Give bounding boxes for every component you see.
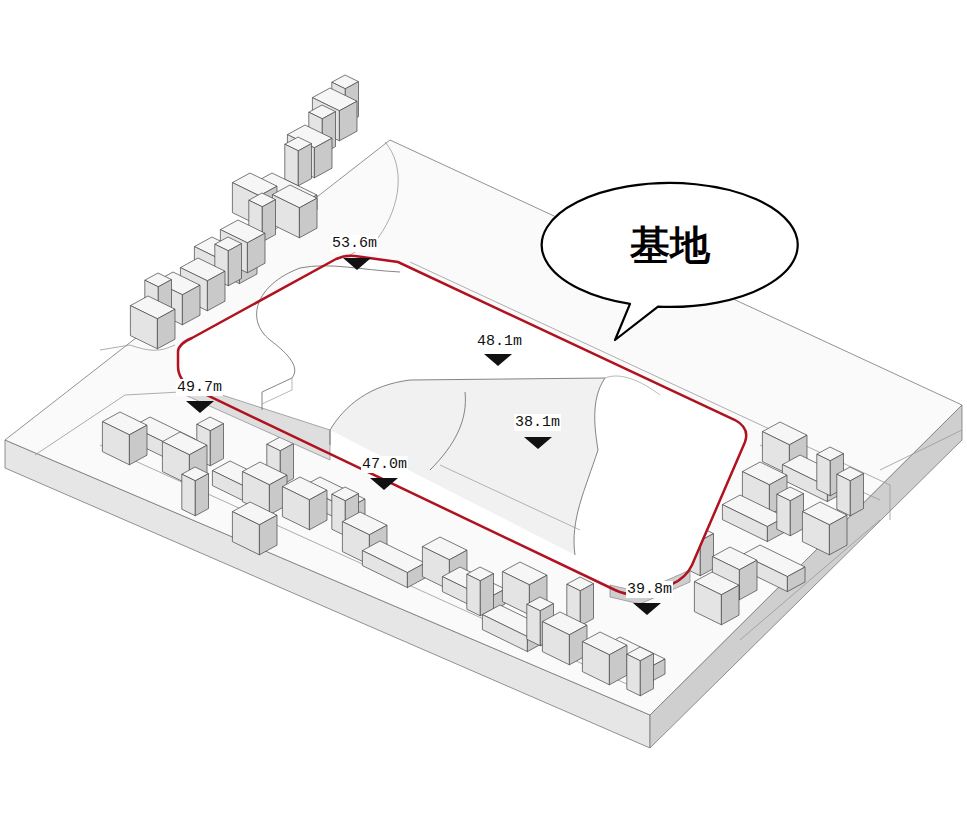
elevation-label: 49.7m: [176, 379, 223, 396]
bubble-text: 基地: [630, 222, 710, 268]
elevation-label: 47.0m: [361, 456, 408, 473]
speech-bubble: 基地: [540, 180, 800, 310]
elevation-label: 48.1m: [476, 333, 523, 350]
elevation-label: 38.1m: [514, 414, 561, 431]
elevation-label: 53.6m: [331, 235, 378, 252]
elevation-label: 39.8m: [626, 581, 673, 598]
